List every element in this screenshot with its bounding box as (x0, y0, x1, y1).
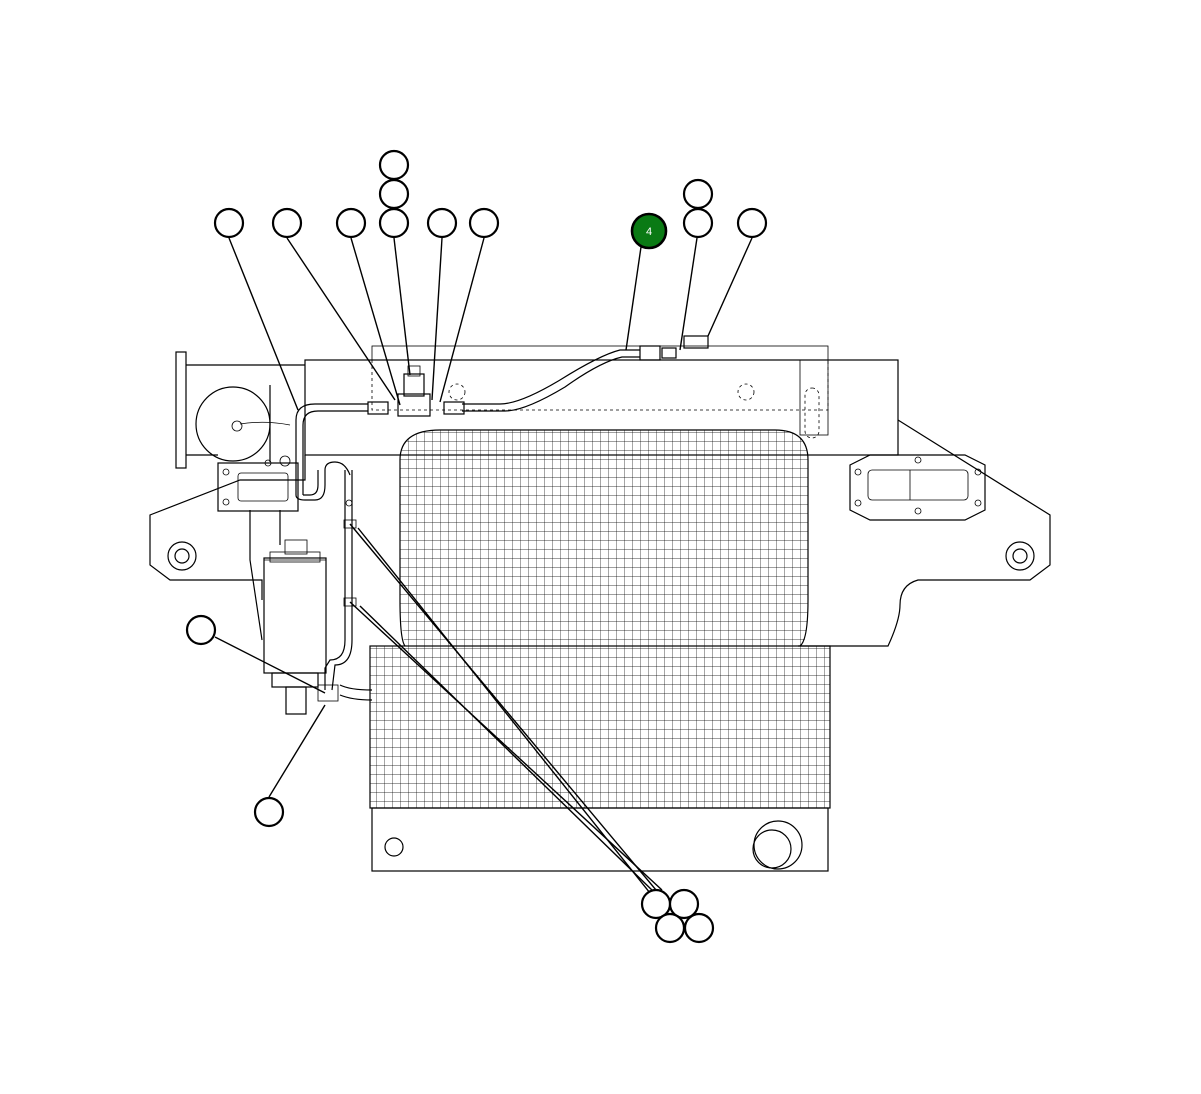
callout-c8[interactable] (468, 207, 500, 239)
left-duct (175, 351, 305, 469)
callout-label: 4 (646, 226, 652, 238)
callout-c1[interactable] (213, 207, 245, 239)
callout-circle[interactable] (682, 207, 714, 239)
leader-lines (214, 237, 753, 894)
callout-c18[interactable] (683, 912, 715, 944)
callout-circle[interactable] (682, 178, 714, 210)
callout-c5[interactable] (378, 178, 410, 210)
callout-c13[interactable] (185, 614, 217, 646)
callout-c17[interactable] (654, 912, 686, 944)
callout-circle[interactable] (630, 212, 668, 250)
radiator-core (369, 429, 831, 809)
callout-c3[interactable] (335, 207, 367, 239)
callout-c12[interactable] (736, 207, 768, 239)
callout-c9[interactable]: 4 (630, 212, 668, 250)
callout-c11[interactable] (682, 178, 714, 210)
callout-circle[interactable] (683, 912, 715, 944)
callout-c4[interactable] (378, 207, 410, 239)
left-mounting-bracket (149, 455, 306, 600)
callout-circle[interactable] (378, 207, 410, 239)
callout-circle[interactable] (668, 888, 700, 920)
callout-c2[interactable] (271, 207, 303, 239)
callout-circle[interactable] (271, 207, 303, 239)
bottom-tank (371, 807, 829, 872)
callout-circle[interactable] (378, 149, 410, 181)
callout-circle[interactable] (736, 207, 768, 239)
callouts: 4 (185, 149, 768, 944)
filter-housing (249, 510, 327, 715)
callout-circle[interactable] (213, 207, 245, 239)
callout-c14[interactable] (253, 796, 285, 828)
hose-lines (295, 335, 709, 702)
callout-c16[interactable] (668, 888, 700, 920)
right-mounting-bracket (798, 419, 1051, 647)
callout-circle[interactable] (654, 912, 686, 944)
callout-circle[interactable] (378, 178, 410, 210)
callout-circle[interactable] (426, 207, 458, 239)
callout-c7[interactable] (426, 207, 458, 239)
callout-circle[interactable] (468, 207, 500, 239)
callout-c10[interactable] (682, 207, 714, 239)
callout-circle[interactable] (185, 614, 217, 646)
callout-c6[interactable] (378, 149, 410, 181)
callout-circle[interactable] (335, 207, 367, 239)
callout-circle[interactable] (253, 796, 285, 828)
